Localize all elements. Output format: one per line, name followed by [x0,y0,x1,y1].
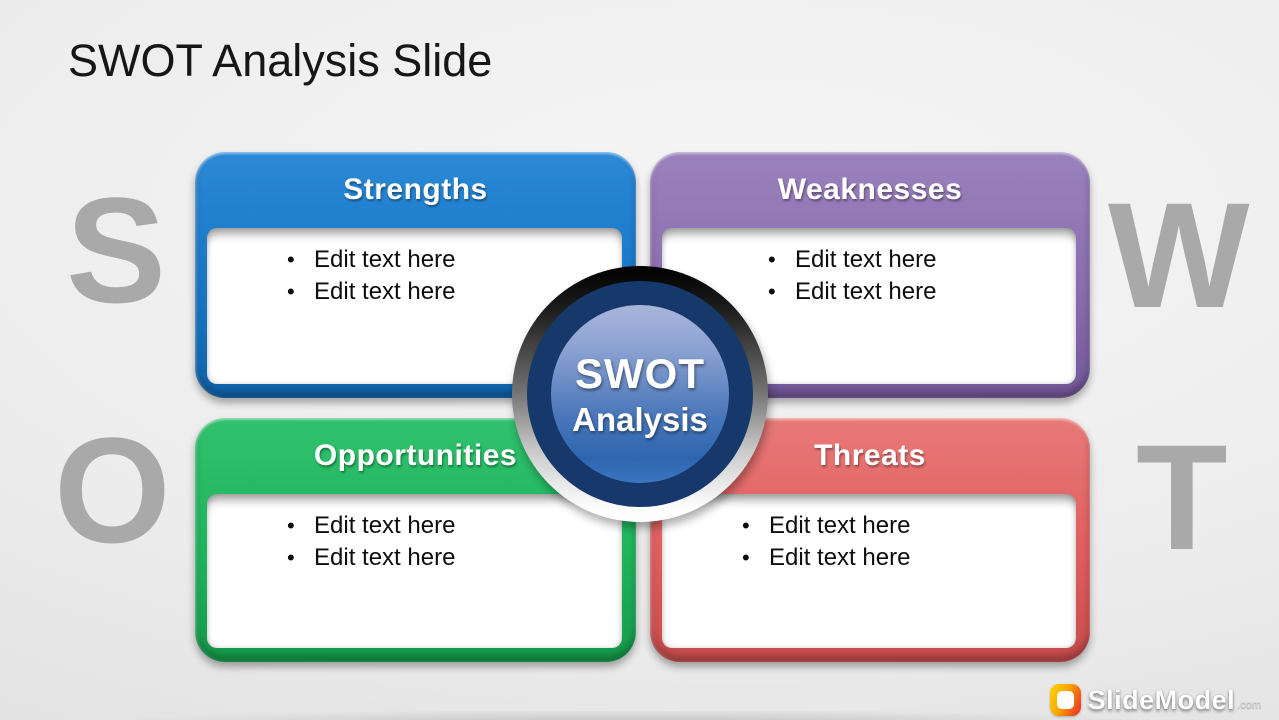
slidemodel-ring-icon [1049,684,1081,716]
badge-subtitle: Analysis [572,400,708,438]
logo-text: SlideModel [1087,684,1236,715]
weaknesses-header[interactable]: Weaknesses [777,173,963,206]
list-item[interactable]: • Edit text here [768,276,1068,308]
weaknesses-panel[interactable]: • Edit text here • Edit text here [662,228,1076,384]
list-item[interactable]: • Edit text here [742,510,1068,542]
bullet-icon: • [742,513,750,538]
list-item[interactable]: • Edit text here [287,276,614,308]
strengths-list: • Edit text here • Edit text here [207,228,622,308]
slide-title: SWOT Analysis Slide [68,35,493,86]
threats-box[interactable]: Threats • Edit text here • Edit text her… [650,418,1090,662]
bullet-icon: • [287,279,295,304]
bottom-shadow [0,711,1279,720]
bullet-icon: • [742,545,750,570]
bullet-icon: • [287,513,295,538]
bullet-icon: • [768,279,776,304]
list-item-text[interactable]: Edit text here [314,544,456,571]
list-item-text[interactable]: Edit text here [769,512,911,539]
threats-header[interactable]: Threats [814,439,926,472]
bullet-icon: • [287,545,295,570]
opportunities-header[interactable]: Opportunities [313,439,518,472]
badge-title: SWOT [575,349,705,397]
list-item[interactable]: • Edit text here [287,542,614,574]
opportunities-list: • Edit text here • Edit text here [207,494,622,574]
threats-panel[interactable]: • Edit text here • Edit text here [662,494,1076,648]
badge-ring: SWOT Analysis [527,281,753,507]
slidemodel-logo[interactable]: SlideModel .com [1049,684,1261,716]
list-item[interactable]: • Edit text here [768,244,1068,276]
list-item[interactable]: • Edit text here [742,542,1068,574]
background-letter-s: S [66,166,167,334]
logo-suffix: .com [1237,699,1261,711]
bullet-icon: • [768,247,776,272]
list-item[interactable]: • Edit text here [287,510,614,542]
list-item-text[interactable]: Edit text here [314,278,456,305]
strengths-header[interactable]: Strengths [343,173,488,206]
list-item[interactable]: • Edit text here [287,244,614,276]
list-item-text[interactable]: Edit text here [795,278,937,305]
background-letter-t: T [1136,413,1228,581]
swot-center-badge[interactable]: SWOT Analysis [512,266,768,522]
weaknesses-list: • Edit text here • Edit text here [662,228,1076,308]
background-letter-w: W [1108,171,1250,339]
list-item-text[interactable]: Edit text here [314,246,456,273]
threats-list: • Edit text here • Edit text here [662,494,1076,574]
list-item-text[interactable]: Edit text here [795,246,937,273]
opportunities-panel[interactable]: • Edit text here • Edit text here [207,494,622,648]
background-letter-o: O [54,406,171,574]
list-item-text[interactable]: Edit text here [769,544,911,571]
bullet-icon: • [287,247,295,272]
badge-face: SWOT Analysis [551,305,729,483]
list-item-text[interactable]: Edit text here [314,512,456,539]
